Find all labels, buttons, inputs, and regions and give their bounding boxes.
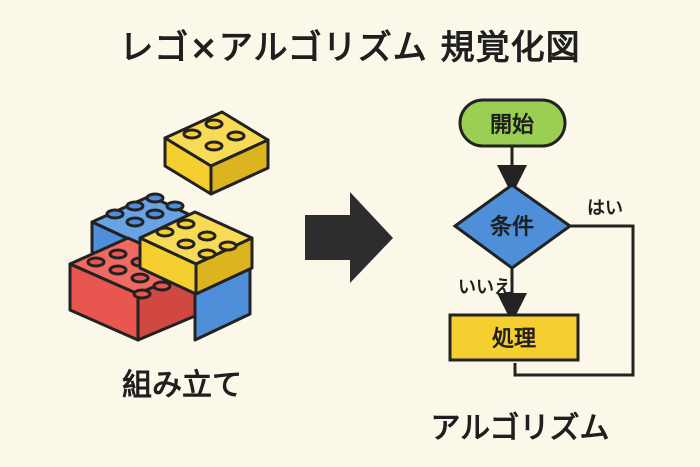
process-label: 処理 [492, 326, 536, 352]
lego-brick-yellow-middle [138, 210, 254, 296]
yes-label: はい [587, 198, 623, 219]
no-label: いいえ [458, 277, 512, 298]
transform-arrow [305, 192, 393, 283]
page-title: レゴ×アルゴリズム 規覚化図 [119, 28, 581, 68]
lego-assembly [68, 110, 270, 342]
condition-label: 条件 [489, 214, 534, 240]
algorithm-caption: アルゴリズム [430, 411, 610, 446]
start-label: 開始 [490, 112, 534, 138]
connector-yes [513, 224, 635, 377]
assembly-caption: 組み立て [122, 368, 242, 403]
process-node [448, 313, 580, 362]
lego-brick-yellow-top [163, 110, 270, 196]
flowchart: 開始 条件 はい いいえ 処理 [448, 98, 635, 377]
